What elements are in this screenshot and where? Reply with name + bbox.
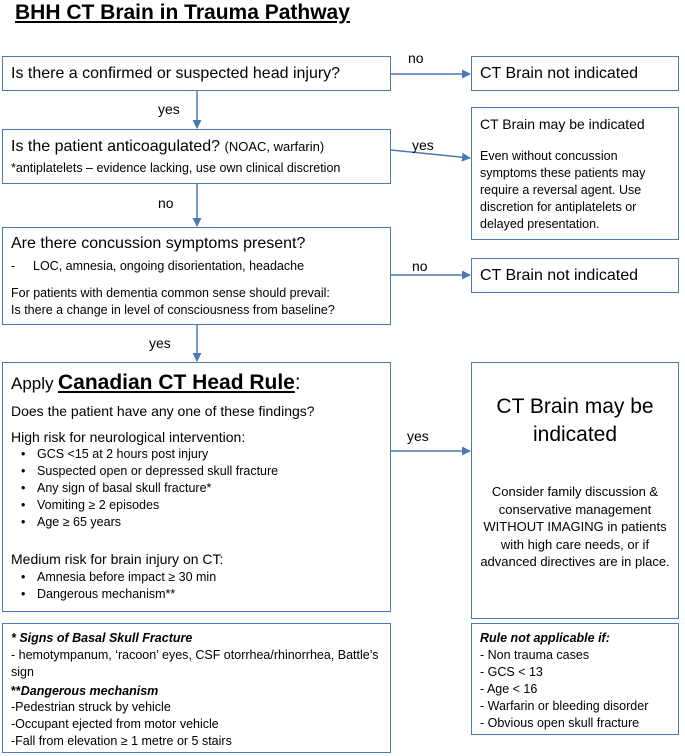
dangerous-mechanism-list: -Pedestrian struck by vehicle -Occupant … xyxy=(11,699,232,750)
question-anticoagulated-line: Is the patient anticoagulated? (NOAC, wa… xyxy=(11,138,324,156)
question-anticoagulated-text: Is the patient anticoagulated? xyxy=(11,138,221,155)
label-yes-anticoagulated: yes xyxy=(412,137,434,153)
label-yes-concussion: yes xyxy=(149,335,171,351)
question-head-injury-text: Is there a confirmed or suspected head i… xyxy=(11,65,341,82)
outcome-may-be-indicated-2: CT Brain may be indicated Consider famil… xyxy=(471,362,679,619)
label-yes-head-injury: yes xyxy=(158,101,180,117)
question-concussion-text: Are there concussion symptoms present? xyxy=(11,235,306,252)
outcome-may-be-indicated-1-body: Even without concussion symptoms these p… xyxy=(480,149,646,231)
outcome-not-indicated-1: CT Brain not indicated xyxy=(471,56,679,91)
question-head-injury: Is there a confirmed or suspected head i… xyxy=(2,56,391,91)
medium-risk-item: Dangerous mechanism** xyxy=(21,586,216,603)
high-risk-title: High risk for neurological intervention: xyxy=(11,429,246,445)
exclusion-item: - Non trauma cases xyxy=(480,648,590,662)
medium-risk-title: Medium risk for brain injury on CT: xyxy=(11,551,224,567)
footnote-box: * Signs of Basal Skull Fracture - hemoty… xyxy=(2,623,391,753)
dangerous-mechanism-heading: **Dangerous mechanism xyxy=(11,683,158,699)
label-no-head-injury: no xyxy=(408,50,424,66)
rule-question: Does the patient have any one of these f… xyxy=(11,403,315,419)
dementia-note-2: Is there a change in level of consciousn… xyxy=(11,303,335,317)
medium-risk-list: Amnesia before impact ≥ 30 min Dangerous… xyxy=(15,569,216,603)
outcome-may-be-indicated-2-title: CT Brain may be indicated xyxy=(496,395,654,446)
rule-colon: : xyxy=(294,371,301,394)
medium-risk-item: Amnesia before impact ≥ 30 min xyxy=(21,569,216,586)
dangerous-mechanism-item: -Fall from elevation ≥ 1 metre or 5 stai… xyxy=(11,734,232,748)
basal-skull-fracture-title: * Signs of Basal Skull Fracture xyxy=(11,631,193,645)
exclusion-item: - GCS < 13 xyxy=(480,665,543,679)
exclusion-item: - Age < 16 xyxy=(480,682,538,696)
outcome-may-be-indicated-1-title: CT Brain may be indicated xyxy=(480,116,645,132)
high-risk-item: Suspected open or depressed skull fractu… xyxy=(21,463,278,480)
high-risk-item: GCS <15 at 2 hours post injury xyxy=(21,446,278,463)
dangerous-mechanism-item: -Pedestrian struck by vehicle xyxy=(11,700,171,714)
outcome-may-be-indicated-2-body: Consider family discussion & conservativ… xyxy=(480,484,670,569)
exclusions-list: - Non trauma cases - GCS < 13 - Age < 16… xyxy=(480,647,648,732)
canadian-ct-head-rule-box: Apply Canadian CT Head Rule: Does the pa… xyxy=(2,362,391,612)
high-risk-list: GCS <15 at 2 hours post injury Suspected… xyxy=(15,446,278,531)
high-risk-item: Vomiting ≥ 2 episodes xyxy=(21,497,278,514)
basal-skull-fracture-signs: - hemotympanum, ‘racoon’ eyes, CSF otorr… xyxy=(11,648,379,679)
high-risk-item: Age ≥ 65 years xyxy=(21,514,278,531)
label-yes-ct-head-rule: yes xyxy=(407,428,429,444)
exclusion-item: - Obvious open skull fracture xyxy=(480,716,640,730)
outcome-not-indicated-1-text: CT Brain not indicated xyxy=(480,65,639,82)
dementia-note-1: For patients with dementia common sense … xyxy=(11,286,330,300)
exclusion-item: - Warfarin or bleeding disorder xyxy=(480,699,649,713)
outcome-may-be-indicated-1: CT Brain may be indicated Even without c… xyxy=(471,107,679,240)
dangerous-mechanism-item: -Occupant ejected from motor vehicle xyxy=(11,717,219,731)
outcome-not-indicated-2-text: CT Brain not indicated xyxy=(480,267,639,284)
canadian-ct-head-rule-title: Canadian CT Head Rule xyxy=(57,371,295,394)
question-anticoagulated-suffix: (NOAC, warfarin) xyxy=(224,139,325,154)
label-no-concussion: no xyxy=(412,258,428,274)
concussion-symptoms-list: -LOC, amnesia, ongoing disorientation, h… xyxy=(11,259,305,273)
exclusions-box: Rule not applicable if: - Non trauma cas… xyxy=(471,623,679,735)
antiplatelet-note: *antiplatelets – evidence lacking, use o… xyxy=(11,161,341,175)
arrow-q2-yes xyxy=(390,149,471,162)
question-concussion: Are there concussion symptoms present? -… xyxy=(2,227,391,325)
exclusions-title: Rule not applicable if: xyxy=(480,631,610,645)
apply-rule-heading: Apply Canadian CT Head Rule: xyxy=(11,371,301,395)
high-risk-item: Any sign of basal skull fracture* xyxy=(21,480,278,497)
apply-word: Apply xyxy=(11,374,54,393)
concussion-symptoms-text: LOC, amnesia, ongoing disorientation, he… xyxy=(33,259,305,273)
label-no-anticoagulated: no xyxy=(158,195,174,211)
dangerous-mechanism-prefix: ** xyxy=(11,684,21,698)
page-title: BHH CT Brain in Trauma Pathway xyxy=(15,1,350,24)
outcome-not-indicated-2: CT Brain not indicated xyxy=(471,258,679,293)
dangerous-mechanism-title: Dangerous mechanism xyxy=(20,684,159,698)
question-anticoagulated: Is the patient anticoagulated? (NOAC, wa… xyxy=(2,129,391,184)
